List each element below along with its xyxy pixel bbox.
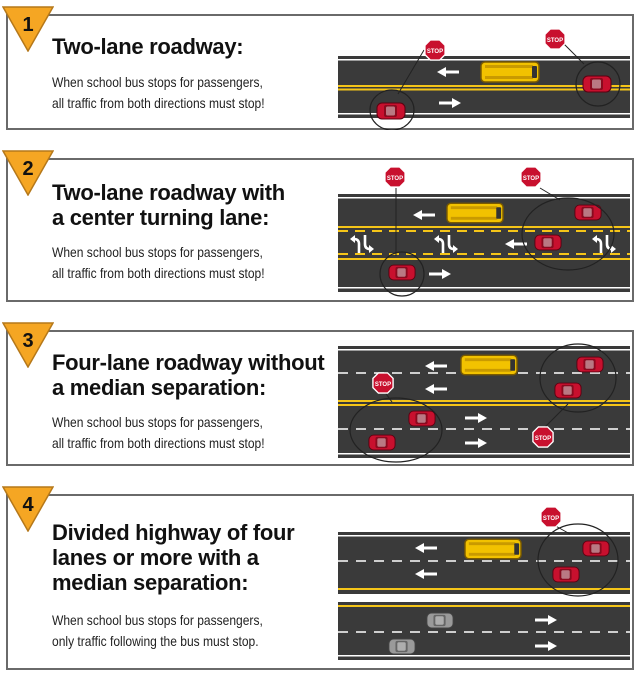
school-bus: [480, 61, 540, 83]
triangle-number-badge-icon: 4: [2, 486, 54, 532]
stopped-car: [376, 102, 406, 120]
road-diagram: STOP STOP: [338, 166, 630, 297]
triangle-number-badge-icon: 2: [2, 150, 54, 196]
triangle-number-badge-icon: 1: [2, 6, 54, 52]
stopped-car: [552, 566, 580, 583]
school-bus: [464, 538, 522, 560]
panel-3: 3 Four-lane roadway without a median sep…: [2, 322, 634, 466]
school-bus: [460, 354, 518, 376]
panel-number: 2: [22, 158, 33, 180]
panel-description: When school bus stops for passengers, al…: [52, 414, 265, 451]
stopped-car: [582, 75, 612, 93]
svg-text:STOP: STOP: [543, 516, 559, 522]
panel-title: Four-lane roadway without a median separ…: [52, 350, 325, 400]
panel-description: When school bus stops for passengers, al…: [52, 244, 265, 281]
panel-title: Divided highway of four lanes or more wi…: [52, 520, 295, 595]
stopped-car: [408, 410, 436, 427]
panel-description: When school bus stops for passengers, on…: [52, 612, 263, 649]
passing-car: [426, 612, 454, 629]
passing-car: [388, 638, 416, 655]
stopped-car: [388, 264, 416, 281]
svg-text:STOP: STOP: [375, 382, 391, 388]
road-diagram: STOP STOP: [338, 28, 630, 130]
stopped-car: [576, 356, 604, 373]
panel-description: When school bus stops for passengers, al…: [52, 74, 265, 111]
svg-text:STOP: STOP: [547, 38, 563, 44]
stopped-car: [534, 234, 562, 251]
stopped-car: [582, 540, 610, 557]
panel-number: 3: [22, 330, 33, 352]
road-diagram: STOP STOP: [338, 343, 630, 463]
panel-1: 1 Two-lane roadway: When school bus stop…: [2, 6, 634, 130]
panel-number: 4: [22, 494, 34, 516]
svg-text:STOP: STOP: [523, 176, 539, 182]
stopped-car: [574, 204, 602, 221]
stopped-car: [554, 382, 582, 399]
svg-text:STOP: STOP: [427, 49, 443, 55]
panel-title: Two-lane roadway with a center turning l…: [52, 180, 285, 230]
panel-number: 1: [22, 14, 33, 36]
stopped-car: [368, 434, 396, 451]
panel-2: 2 Two-lane roadway with a center turning…: [2, 150, 634, 302]
svg-text:STOP: STOP: [535, 436, 551, 442]
svg-text:STOP: STOP: [387, 176, 403, 182]
triangle-number-badge-icon: 3: [2, 322, 54, 368]
panel-title: Two-lane roadway:: [52, 34, 244, 59]
road-diagram: STOP: [338, 506, 630, 660]
school-bus: [446, 202, 504, 224]
panel-4: 4 Divided highway of four lanes or more …: [2, 486, 634, 670]
